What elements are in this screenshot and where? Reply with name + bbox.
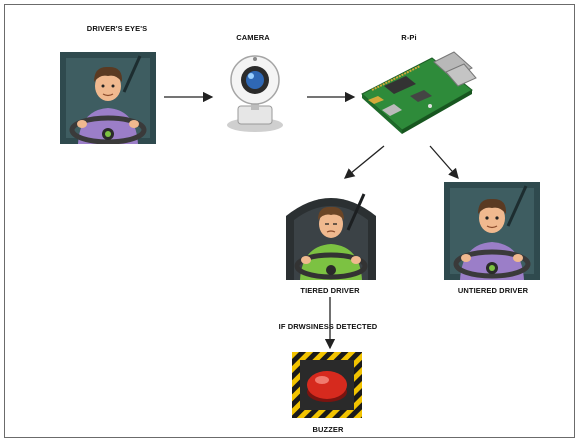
webcam-icon (218, 52, 292, 134)
buzzer-label: BUZZER (312, 425, 344, 434)
drivers-eyes-label: DRIVER'S EYE'S (86, 24, 148, 33)
alert-driver-icon (444, 182, 540, 280)
tired-driver-icon (286, 186, 376, 280)
untired-driver-label: UNTIERED DRIVER (457, 286, 529, 295)
rpi-label: R-Pi (401, 33, 417, 42)
buzzer-button-icon (292, 352, 362, 418)
camera-label: CAMERA (236, 33, 270, 42)
driver-icon (60, 52, 156, 145)
drowsiness-edge-label: IF DRWSINESS DETECTED (278, 322, 378, 331)
raspberry-pi-board-icon (354, 44, 478, 140)
tired-driver-label: TIERED DRIVER (300, 286, 360, 295)
